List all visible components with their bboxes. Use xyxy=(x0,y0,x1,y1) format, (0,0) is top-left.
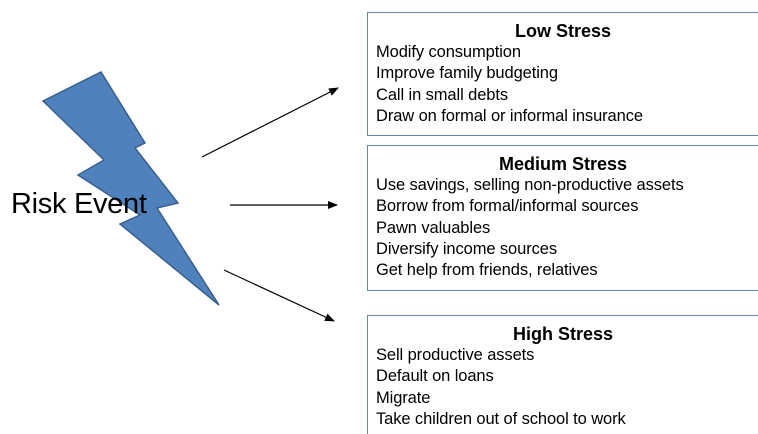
list-item: Improve family budgeting xyxy=(376,64,558,83)
medium-stress-box: Medium Stress Use savings, selling non-p… xyxy=(367,145,758,291)
list-item: Modify consumption xyxy=(376,43,521,61)
risk-event-label: Risk Event xyxy=(11,188,147,220)
list-item: Borrow from formal/informal sources xyxy=(376,197,639,216)
low-stress-list: Modify consumption Improve family budget… xyxy=(368,42,758,127)
list-item: Use savings, selling non-productive asse… xyxy=(376,176,684,194)
lightning-bolt-icon xyxy=(41,71,220,306)
low-stress-box: Low Stress Modify consumption Improve fa… xyxy=(367,12,758,136)
list-item: Call in small debts xyxy=(376,85,508,104)
low-stress-title: Low Stress xyxy=(514,21,612,41)
list-item: Migrate xyxy=(376,388,431,407)
list-item: Diversify income sources xyxy=(376,239,557,258)
list-item: Sell productive assets xyxy=(376,346,535,364)
high-stress-list: Sell productive assets Default on loans … xyxy=(368,345,758,430)
list-item: Draw on formal or informal insurance xyxy=(376,106,643,125)
list-item: Get help from friends, relatives xyxy=(376,261,598,280)
arrow-to-low-stress xyxy=(201,87,339,158)
list-item: Take children out of school to work xyxy=(376,409,626,428)
medium-stress-list: Use savings, selling non-productive asse… xyxy=(368,175,758,281)
arrow-to-high-stress xyxy=(223,269,335,322)
list-item: Pawn valuables xyxy=(376,218,491,237)
list-item: Default on loans xyxy=(376,367,494,386)
medium-stress-title: Medium Stress xyxy=(498,154,628,174)
high-stress-box: High Stress Sell productive assets Defau… xyxy=(367,315,758,434)
high-stress-title: High Stress xyxy=(512,324,614,344)
